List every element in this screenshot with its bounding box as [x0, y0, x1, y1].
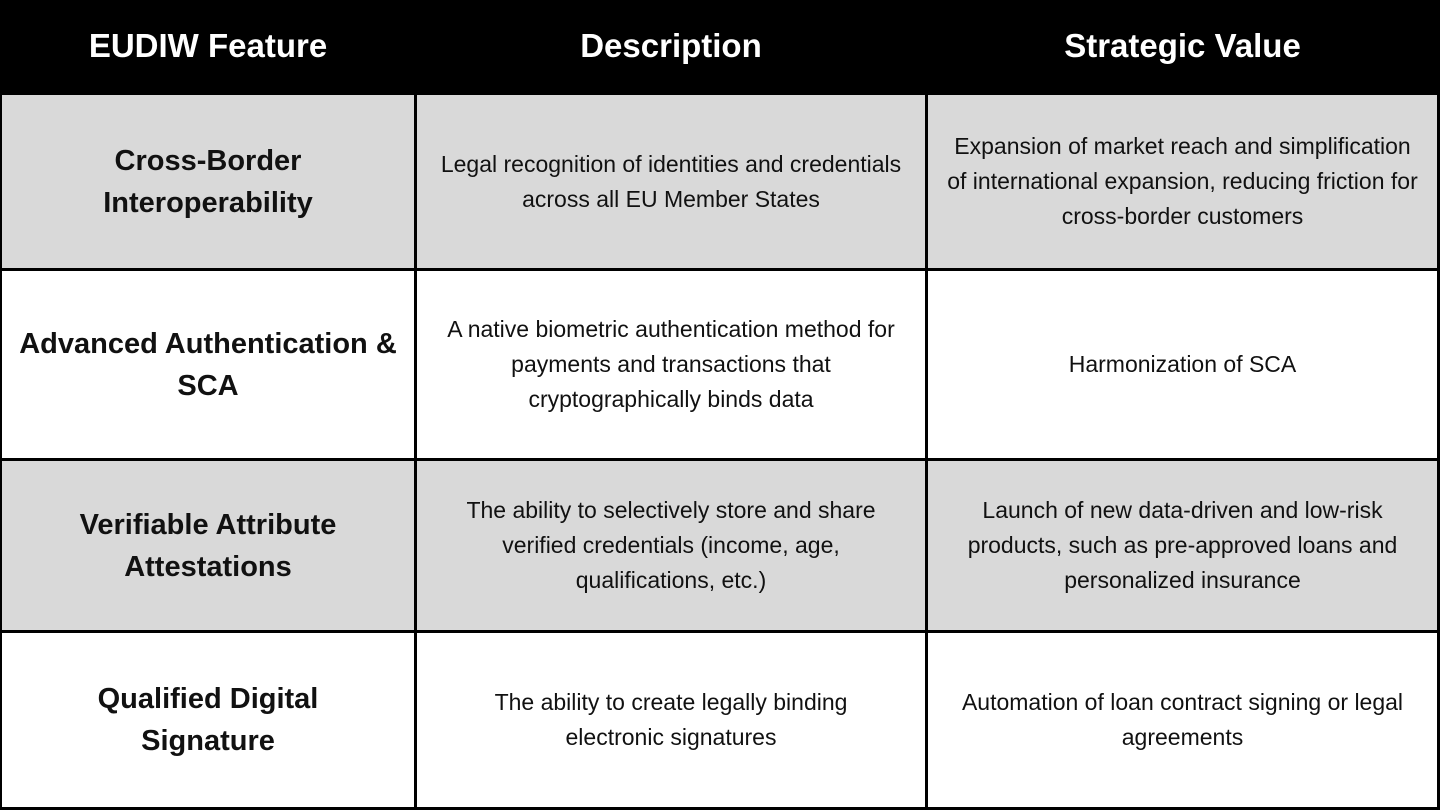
feature-name: Cross-Border Interoperability	[103, 144, 313, 219]
description-cell: The ability to create legally binding el…	[417, 633, 928, 810]
header-description: Description	[417, 0, 928, 95]
strategic-value-cell: Harmonization of SCA	[928, 271, 1440, 461]
strategic-value-cell: Expansion of market reach and simplifica…	[928, 95, 1440, 271]
header-feature-label: EUDIW Feature	[88, 27, 328, 64]
header-strategic-value-label: Strategic Value	[1064, 27, 1301, 64]
strategic-value-text: Harmonization of SCA	[1068, 351, 1297, 377]
description-cell: A native biometric authentication method…	[417, 271, 928, 461]
feature-cell: Cross-Border Interoperability	[0, 95, 417, 271]
feature-cell: Qualified Digital Signature	[0, 633, 417, 810]
strategic-value-cell: Launch of new data-driven and low-risk p…	[928, 461, 1440, 633]
feature-cell: Verifiable Attribute Attestations	[0, 461, 417, 633]
feature-cell: Advanced Authentication & SCA	[0, 271, 417, 461]
strategic-value-text: Launch of new data-driven and low-risk p…	[967, 497, 1398, 593]
strategic-value-cell: Automation of loan contract signing or l…	[928, 633, 1440, 810]
header-description-label: Description	[580, 27, 762, 64]
description-cell: The ability to selectively store and sha…	[417, 461, 928, 633]
description-text: The ability to selectively store and sha…	[466, 497, 876, 593]
strategic-value-text: Expansion of market reach and simplifica…	[947, 133, 1418, 229]
strategic-value-text: Automation of loan contract signing or l…	[961, 689, 1404, 750]
feature-name: Qualified Digital Signature	[97, 683, 319, 757]
feature-name: Advanced Authentication & SCA	[19, 327, 397, 402]
description-cell: Legal recognition of identities and cred…	[417, 95, 928, 271]
description-text: The ability to create legally binding el…	[494, 689, 848, 750]
header-feature: EUDIW Feature	[0, 0, 417, 95]
description-text: Legal recognition of identities and cred…	[440, 150, 902, 212]
header-strategic-value: Strategic Value	[928, 0, 1440, 95]
description-text: A native biometric authentication method…	[447, 316, 895, 412]
feature-name: Verifiable Attribute Attestations	[79, 508, 337, 583]
